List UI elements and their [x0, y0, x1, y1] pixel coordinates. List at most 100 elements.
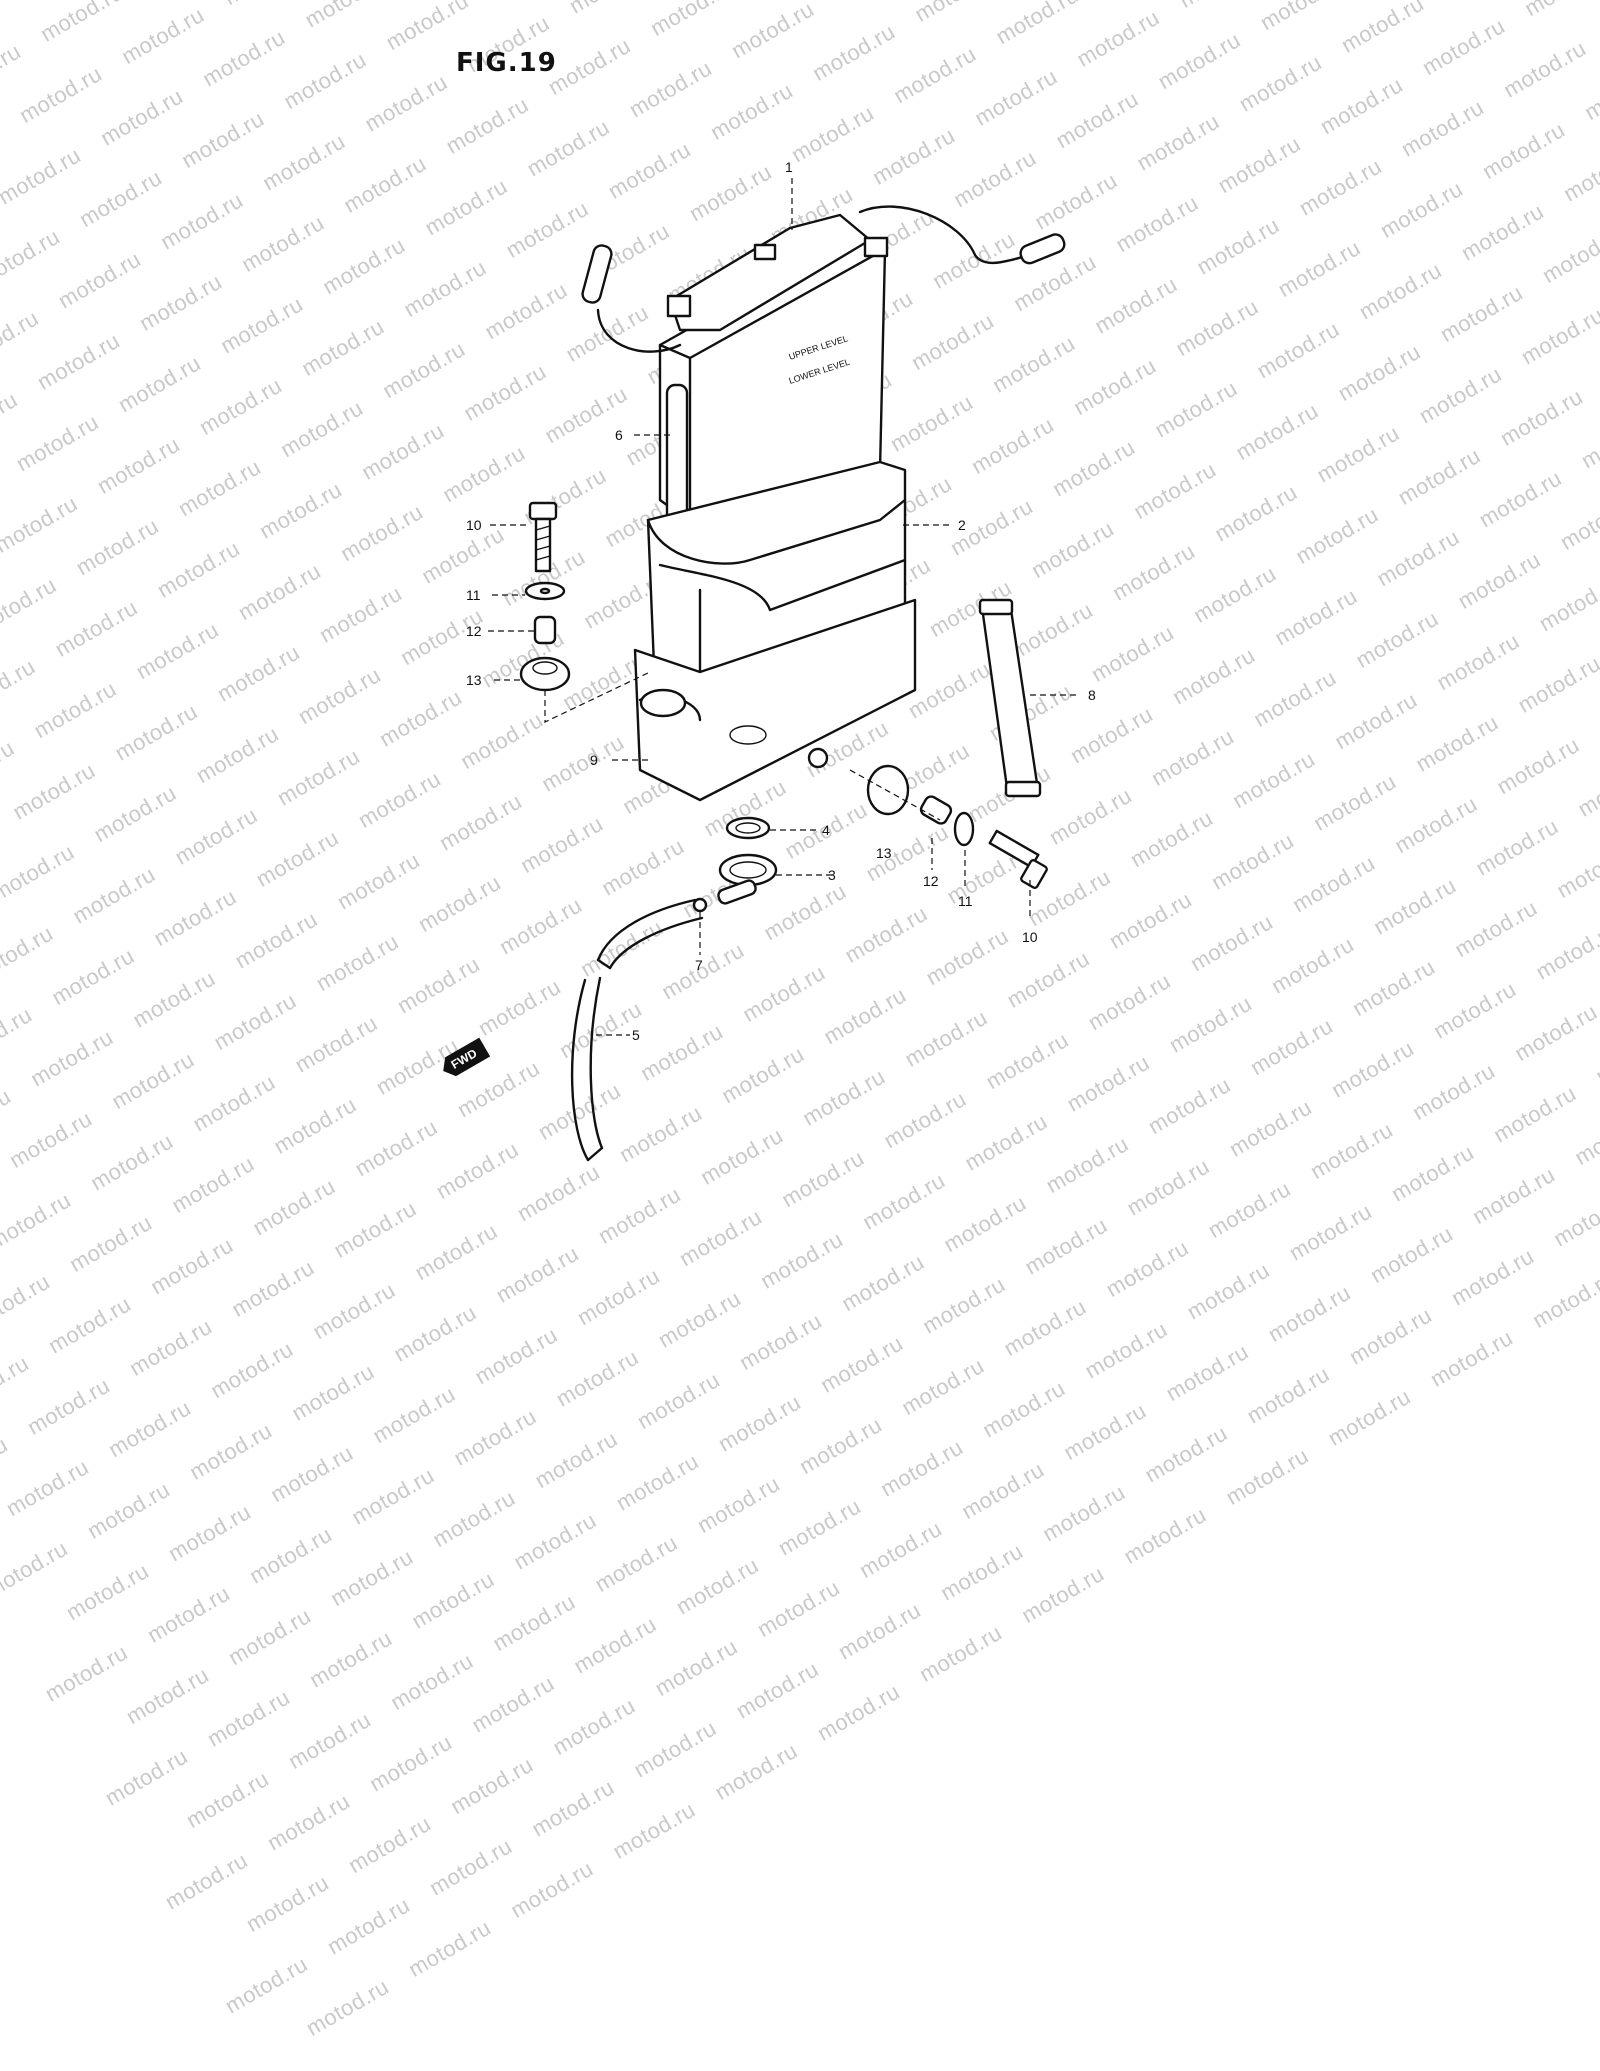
watermark-text: motod.ru: [266, 1440, 358, 1508]
drain-hose: [570, 879, 757, 1162]
watermark-text: motod.ru: [710, 1737, 802, 1805]
watermark-text: motod.ru: [915, 1619, 1007, 1687]
watermark-text: motod.ru: [1101, 1234, 1193, 1303]
watermark-text: motod.ru: [1140, 1420, 1232, 1488]
watermark-text: motod.ru: [0, 1350, 34, 1418]
watermark-text: motod.ru: [100, 1743, 192, 1811]
watermark-text: motod.ru: [446, 1751, 538, 1819]
callout-1: 1: [785, 159, 793, 175]
right-mount-hardware: [849, 764, 1048, 920]
watermark-text: motod.ru: [936, 1538, 1028, 1606]
spacer-left: [533, 615, 557, 645]
watermark-text: motod.ru: [1221, 1442, 1313, 1510]
watermark-text: motod.ru: [731, 1656, 823, 1724]
callout-4: 4: [822, 822, 830, 838]
watermark-text: motod.ru: [181, 1765, 274, 1834]
watermark-text: motod.ru: [404, 1914, 496, 1982]
callout-12-left: 12: [466, 623, 482, 639]
hose-clip: [692, 897, 708, 913]
watermark-text: motod.ru: [160, 1847, 252, 1915]
callout-10-right: 10: [1022, 929, 1038, 945]
clamp-4: [725, 816, 771, 840]
watermark-text: motod.ru: [629, 1715, 721, 1783]
watermark-text: motod.ru: [773, 1493, 866, 1561]
watermark-text: motod.ru: [146, 1232, 238, 1300]
watermark-text: motod.ru: [0, 1535, 72, 1603]
exploded-view-drawing: UPPER LEVEL LOWER LEVEL: [466, 159, 1096, 1162]
watermark-text: motod.ru: [756, 1226, 848, 1294]
watermark-text: motod.ru: [527, 1774, 619, 1842]
watermark-text: motod.ru: [22, 1372, 115, 1440]
watermark-text: motod.ru: [1528, 1265, 1600, 1333]
callout-12-right: 12: [923, 873, 939, 889]
watermark-text: motod.ru: [262, 1788, 355, 1856]
callout-8: 8: [1088, 687, 1096, 703]
watermark-text: motod.ru: [611, 1448, 703, 1516]
watermark-text: motod.ru: [957, 1456, 1049, 1524]
bolt-shank-left: [534, 517, 552, 573]
watermark-text: motod.ru: [322, 1892, 415, 1960]
watermark-text: motod.ru: [590, 1529, 682, 1598]
watermark-text: motod.ru: [44, 1291, 136, 1359]
watermark-text: motod.ru: [548, 1692, 640, 1760]
watermark-text: motod.ru: [897, 1352, 989, 1421]
battery-terminal-cap-2: [863, 236, 889, 258]
watermark-text: motod.ru: [301, 1973, 394, 2041]
watermark-text: motod.ru: [1059, 1397, 1151, 1465]
watermark-text: motod.ru: [735, 1308, 827, 1376]
watermark-text: motod.ru: [287, 1358, 379, 1426]
watermark-text: motod.ru: [326, 1544, 418, 1612]
watermark-text: motod.ru: [837, 1249, 929, 1317]
battery-tray: [633, 598, 917, 802]
watermark-text: motod.ru: [227, 1254, 319, 1322]
watermark-text: motod.ru: [530, 1426, 622, 1494]
watermark-text: motod.ru: [61, 1558, 154, 1626]
watermark-text: motod.ru: [816, 1330, 908, 1398]
watermark-text: motod.ru: [202, 1684, 295, 1752]
watermark-text: motod.ru: [308, 1277, 400, 1345]
watermark-text: motod.ru: [506, 1855, 598, 1923]
watermark-text: motod.ru: [488, 1588, 580, 1657]
watermark-text: motod.ru: [368, 1381, 460, 1449]
watermark-text: motod.ru: [347, 1462, 439, 1530]
watermark-text: motod.ru: [833, 1597, 926, 1665]
bolt-head-left: [528, 501, 558, 521]
callout-7: 7: [695, 957, 703, 973]
battery-terminal-cap-1: [753, 243, 777, 261]
watermark-text: motod.ru: [491, 1240, 583, 1308]
spacer-right: [919, 795, 953, 825]
callout-11-left: 11: [466, 587, 481, 603]
watermark-text: motod.ru: [1119, 1501, 1211, 1569]
watermark-text: motod.ru: [206, 1336, 298, 1404]
battery-strap: [978, 598, 1042, 798]
watermark-text: motod.ru: [1017, 1560, 1109, 1628]
hose-joint: [717, 879, 757, 905]
bolt-head-right: [1020, 859, 1048, 889]
watermark-text: motod.ru: [425, 1833, 517, 1901]
battery-terminal-cap-3: [666, 294, 692, 318]
watermark-text: motod.ru: [1080, 1316, 1172, 1384]
watermark-text: motod.ru: [0, 1431, 12, 1499]
watermark-text: motod.ru: [608, 1796, 700, 1864]
watermark-text: motod.ru: [876, 1434, 968, 1502]
watermark-text: motod.ru: [241, 1869, 334, 1937]
watermark-text: motod.ru: [305, 1625, 397, 1693]
watermark-text: motod.ru: [939, 1190, 1031, 1258]
watermark-text: motod.ru: [650, 1633, 742, 1701]
watermark-text: motod.ru: [365, 1729, 457, 1797]
leader-lines: [488, 178, 1078, 1036]
watermark-text: motod.ru: [1344, 1302, 1437, 1370]
watermark-text: motod.ru: [1020, 1212, 1112, 1280]
watermark-text: motod.ru: [1447, 1243, 1539, 1311]
watermark-text: motod.ru: [978, 1375, 1070, 1443]
watermark-text: motod.ru: [1038, 1479, 1130, 1547]
battery: UPPER LEVEL LOWER LEVEL: [658, 213, 889, 524]
callout-6: 6: [615, 427, 623, 443]
watermark-text: motod.ru: [0, 1268, 55, 1336]
watermark-text: motod.ru: [65, 1209, 157, 1277]
watermark-text: motod.ru: [449, 1403, 541, 1471]
watermark-text: motod.ru: [407, 1566, 499, 1634]
watermark-text: motod.ru: [572, 1263, 664, 1331]
watermark-text: motod.ru: [1, 1454, 94, 1522]
